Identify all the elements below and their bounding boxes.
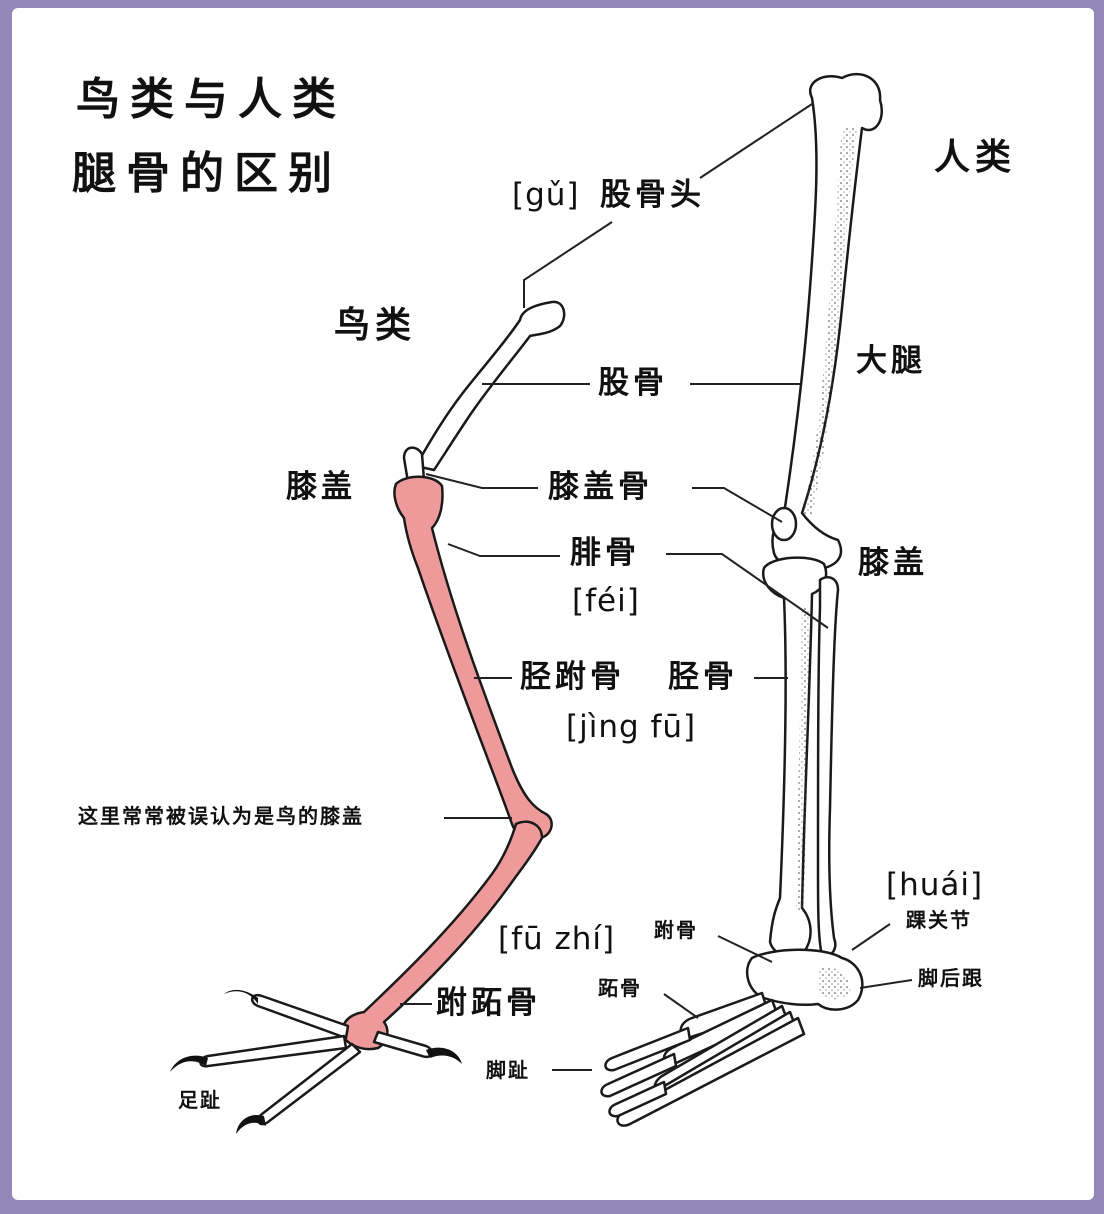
human-tibia-bone — [761, 556, 828, 958]
label-bird-knee: 膝盖 — [286, 469, 356, 505]
label-heel: 脚后跟 — [918, 966, 984, 990]
line-heel — [859, 979, 913, 989]
bird-patella-bone — [402, 446, 426, 484]
label-human-toes: 脚趾 — [486, 1058, 530, 1082]
label-tarsometatarsus: 跗跖骨 — [436, 985, 541, 1021]
line-fibula-human — [666, 553, 829, 629]
line-tarsal — [717, 935, 773, 963]
label-mistaken-knee: 这里常常被误认为是鸟的膝盖 — [78, 804, 364, 828]
human-femur-shade — [802, 128, 857, 516]
label-metatarsal: 跖骨 — [598, 976, 642, 1000]
label-human: 人类 — [934, 137, 1017, 178]
title-line-2: 腿骨的区别 — [72, 148, 342, 199]
label-thigh: 大腿 — [856, 343, 926, 379]
bird-tibiotarsus-bone — [393, 475, 553, 841]
line-patella-bird — [425, 473, 538, 489]
label-tibiotarsus-pinyin: [jìng fū] — [566, 709, 697, 745]
human-tibia-shade — [796, 608, 810, 913]
human-leg — [600, 72, 883, 1127]
line-femoral-head-human — [699, 103, 813, 179]
bird-femur-bone — [414, 300, 566, 472]
label-bird-toes: 足趾 — [178, 1088, 222, 1112]
human-foot-bones — [600, 991, 806, 1127]
label-bird: 鸟类 — [334, 305, 417, 346]
human-patella-bone — [770, 506, 798, 542]
human-heel-shade — [818, 967, 851, 1000]
human-fibula-bone — [816, 576, 840, 958]
label-tibiotarsus: 胫跗骨 — [520, 659, 625, 695]
line-patella-human — [692, 487, 783, 523]
label-fibula-pinyin: [féi] — [572, 583, 640, 619]
label-human-knee: 膝盖 — [858, 545, 928, 581]
human-femur-bone — [771, 72, 883, 572]
label-tarsometatarsus-pinyin: [fū zhí] — [498, 921, 616, 957]
line-fibula-bird — [447, 543, 560, 557]
leader-lines — [400, 103, 913, 1071]
title-line-1: 鸟类与人类 — [76, 74, 346, 125]
label-fibula: 腓骨 — [570, 535, 640, 571]
bird-claws — [170, 989, 462, 1134]
label-tibia: 胫骨 — [668, 659, 738, 695]
line-ankle — [851, 923, 891, 951]
bird-toes-bones — [199, 993, 434, 1126]
line-metatarsal — [663, 993, 699, 1019]
diagram-artwork — [170, 72, 913, 1134]
bird-tarsometatarsus-bone — [340, 820, 544, 1051]
label-patella: 膝盖骨 — [548, 469, 653, 505]
bird-leg — [170, 300, 566, 1134]
label-femoral-head: 股骨头 — [600, 177, 705, 213]
label-tarsal: 跗骨 — [654, 918, 698, 942]
label-femur: 股骨 — [598, 365, 668, 401]
label-ankle-pinyin: [huái] — [886, 867, 984, 903]
label-ankle: 踝关节 — [906, 908, 972, 932]
line-femoral-head — [523, 221, 613, 308]
diagram-frame: 鸟类与人类 腿骨的区别 人类 鸟类 [gǔ] 股骨头 股骨 大腿 膝盖 膝盖骨 … — [12, 8, 1094, 1200]
label-femoral-head-pinyin: [gǔ] — [512, 177, 580, 213]
